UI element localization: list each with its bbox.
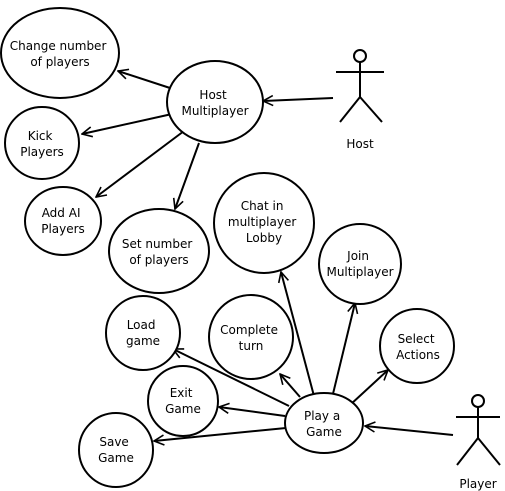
svg-text:Chat in multiplayer: Chat in multiplayer Lobby	[228, 199, 300, 245]
svg-text:Play a Game: Play a Game	[304, 409, 344, 439]
assoc-host-multiplayer-to-set-players	[175, 142, 200, 209]
svg-text:Save Game: Save Game	[98, 435, 134, 465]
use-case-change-players: Change number of players	[0, 7, 120, 99]
use-case-set-players: Set number of players	[108, 208, 210, 294]
assoc-host-to-host-multiplayer	[263, 98, 334, 101]
use-case-exit-game: Exit Game	[147, 365, 219, 437]
svg-text:Select Actions: Select Actions	[396, 332, 440, 362]
svg-text:Kick Players: Kick Players	[20, 129, 64, 159]
assoc-play-game-to-load-game	[173, 348, 290, 407]
assoc-host-multiplayer-to-change-players	[118, 71, 171, 89]
use-case-kick-players: Kick Players	[4, 106, 80, 180]
player-stick-figure-icon	[456, 394, 501, 466]
svg-text:Load game: Load game	[126, 318, 160, 348]
use-case-chat-lobby: Chat in multiplayer Lobby	[213, 172, 315, 274]
assoc-host-multiplayer-to-add-ai-players	[96, 130, 185, 197]
assoc-play-game-to-join-multiplayer	[331, 303, 355, 399]
assoc-host-multiplayer-to-kick-players	[82, 113, 173, 134]
host-stick-figure-icon	[336, 49, 384, 123]
use-case-host-multiplayer: Host Multiplayer	[166, 60, 264, 144]
assoc-play-game-to-save-game	[154, 427, 287, 441]
use-case-load-game: Load game	[105, 295, 181, 371]
svg-text:Exit Game: Exit Game	[165, 386, 201, 416]
svg-text:Add AI Players: Add AI Players	[41, 206, 85, 236]
use-case-select-actions: Select Actions	[379, 308, 455, 384]
actor-host: Host	[336, 49, 384, 151]
use-case-save-game: Save Game	[78, 412, 154, 488]
svg-text:Host Multiplayer: Host Multiplayer	[181, 88, 248, 118]
assoc-play-game-to-select-actions	[349, 370, 388, 406]
use-case-play-game: Play a Game	[284, 392, 364, 454]
use-case-complete-turn: Complete turn	[208, 294, 294, 380]
svg-text:Complete turn: Complete turn	[220, 323, 282, 353]
assoc-play-game-to-exit-game	[219, 407, 286, 417]
associations	[82, 71, 454, 441]
actor-host-label: Host	[346, 137, 374, 151]
assoc-player-to-play-game	[365, 426, 454, 436]
assoc-play-game-to-complete-turn	[280, 374, 301, 398]
use-case-join-multiplayer: Join Multiplayer	[318, 223, 402, 305]
assoc-play-game-to-chat-lobby	[281, 272, 315, 397]
actor-player-label: Player	[459, 477, 496, 491]
actor-player: Player	[456, 394, 501, 491]
svg-text:Join Multiplayer: Join Multiplayer	[326, 249, 393, 279]
svg-text:Change number of playe: Change number of players	[10, 39, 110, 69]
use-case-add-ai-players: Add AI Players	[24, 186, 102, 256]
svg-text:Set number of players: Set number of players	[122, 237, 196, 267]
